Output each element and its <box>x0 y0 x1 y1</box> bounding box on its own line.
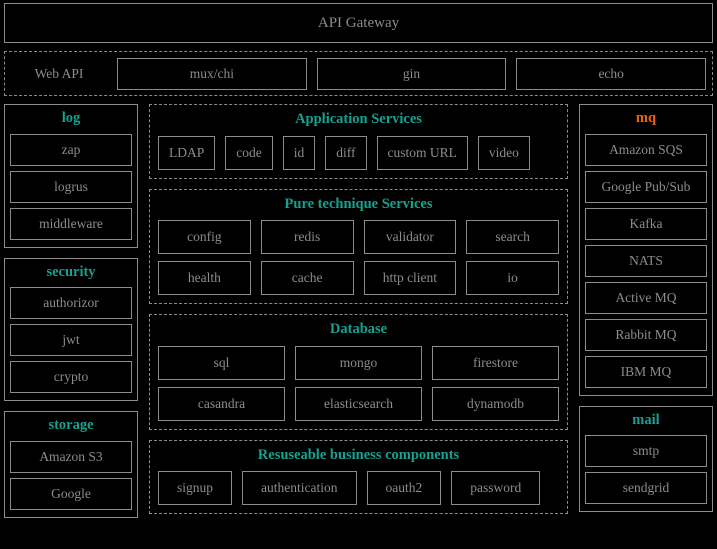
item-firestore[interactable]: firestore <box>432 345 559 380</box>
group-mq-title: mq <box>635 110 657 126</box>
item-rabbit-mq[interactable]: Rabbit MQ <box>585 318 707 351</box>
item-active-mq[interactable]: Active MQ <box>585 281 707 314</box>
web-api-framework-echo[interactable]: echo <box>516 57 707 90</box>
item-config[interactable]: config <box>158 220 251 254</box>
web-api-label: Web API <box>34 65 84 81</box>
item-amazon-sqs[interactable]: Amazon SQS <box>585 133 707 166</box>
database-row-2: casandra elasticsearch dynamodb <box>158 386 559 421</box>
group-log-title: log <box>61 110 81 126</box>
item-video[interactable]: video <box>477 135 530 170</box>
api-gateway-bar: API Gateway <box>4 3 713 43</box>
group-pure-technique-services: Pure technique Services config redis val… <box>149 188 568 304</box>
group-database-title: Database <box>329 321 388 337</box>
pure-technique-services-row-2: health cache http client io <box>158 261 559 295</box>
item-ibm-mq[interactable]: IBM MQ <box>585 355 707 388</box>
item-authentication[interactable]: authentication <box>242 471 357 505</box>
group-reusable-business-components-title: Resuseable business components <box>257 446 460 463</box>
web-api-framework-gin[interactable]: gin <box>316 57 507 90</box>
group-reusable-business-components: Resuseable business components signup au… <box>149 439 568 514</box>
web-api-framework-mux-chi[interactable]: mux/chi <box>117 57 307 90</box>
item-mongo[interactable]: mongo <box>295 345 422 380</box>
item-nats[interactable]: NATS <box>585 244 707 277</box>
application-services-row: LDAP code id diff custom URL video <box>158 135 559 170</box>
item-validator[interactable]: validator <box>363 220 457 254</box>
group-storage: storage Amazon S3 Google <box>4 411 138 518</box>
item-oauth2[interactable]: oauth2 <box>366 471 442 505</box>
group-application-services-title: Application Services <box>295 111 422 127</box>
database-row-1: sql mongo firestore <box>158 345 559 380</box>
item-casandra[interactable]: casandra <box>158 386 285 421</box>
group-pure-technique-services-title: Pure technique Services <box>284 195 433 212</box>
item-elasticsearch[interactable]: elasticsearch <box>295 386 422 421</box>
group-security-title: security <box>46 263 96 280</box>
reusable-business-components-row: signup authentication oauth2 password <box>158 471 559 505</box>
left-column: log zap logrus middleware security autho… <box>4 104 138 546</box>
item-crypto[interactable]: crypto <box>10 361 132 393</box>
group-mq: mq Amazon SQS Google Pub/Sub Kafka NATS … <box>579 104 713 396</box>
group-security: security authorizor jwt crypto <box>4 257 138 401</box>
group-application-services: Application Services LDAP code id diff c… <box>149 104 568 179</box>
group-log: log zap logrus middleware <box>4 104 138 248</box>
item-jwt[interactable]: jwt <box>10 324 132 356</box>
item-http-client[interactable]: http client <box>363 261 457 295</box>
group-mail: mail smtp sendgrid <box>579 405 713 512</box>
item-google-pub-sub[interactable]: Google Pub/Sub <box>585 170 707 203</box>
group-database: Database sql mongo firestore casandra el… <box>149 314 568 430</box>
item-kafka[interactable]: Kafka <box>585 207 707 240</box>
item-code[interactable]: code <box>225 135 273 170</box>
item-io[interactable]: io <box>466 261 559 295</box>
item-middleware[interactable]: middleware <box>10 207 132 240</box>
item-smtp[interactable]: smtp <box>585 435 707 467</box>
item-amazon-s3[interactable]: Amazon S3 <box>10 440 132 473</box>
item-redis[interactable]: redis <box>260 220 354 254</box>
item-cache[interactable]: cache <box>260 261 354 295</box>
item-google[interactable]: Google <box>10 477 132 510</box>
api-gateway-title: API Gateway <box>317 14 400 31</box>
center-column: Application Services LDAP code id diff c… <box>149 104 568 546</box>
item-logrus[interactable]: logrus <box>10 170 132 203</box>
group-storage-title: storage <box>48 417 94 433</box>
item-password[interactable]: password <box>451 471 541 505</box>
item-ldap[interactable]: LDAP <box>158 135 216 170</box>
main-columns: log zap logrus middleware security autho… <box>4 104 713 546</box>
item-zap[interactable]: zap <box>10 133 132 166</box>
item-sendgrid[interactable]: sendgrid <box>585 472 707 504</box>
right-column: mq Amazon SQS Google Pub/Sub Kafka NATS … <box>579 104 713 546</box>
item-dynamodb[interactable]: dynamodb <box>432 386 559 421</box>
group-mail-title: mail <box>632 411 660 428</box>
item-search[interactable]: search <box>466 220 559 254</box>
item-custom-url[interactable]: custom URL <box>376 135 468 170</box>
web-api-row: Web API mux/chi gin echo <box>4 51 713 96</box>
item-signup[interactable]: signup <box>158 471 233 505</box>
pure-technique-services-row-1: config redis validator search <box>158 220 559 254</box>
item-id[interactable]: id <box>282 135 316 170</box>
item-sql[interactable]: sql <box>158 345 285 380</box>
item-health[interactable]: health <box>158 261 251 295</box>
item-authorizor[interactable]: authorizor <box>10 287 132 319</box>
item-diff[interactable]: diff <box>325 135 367 170</box>
